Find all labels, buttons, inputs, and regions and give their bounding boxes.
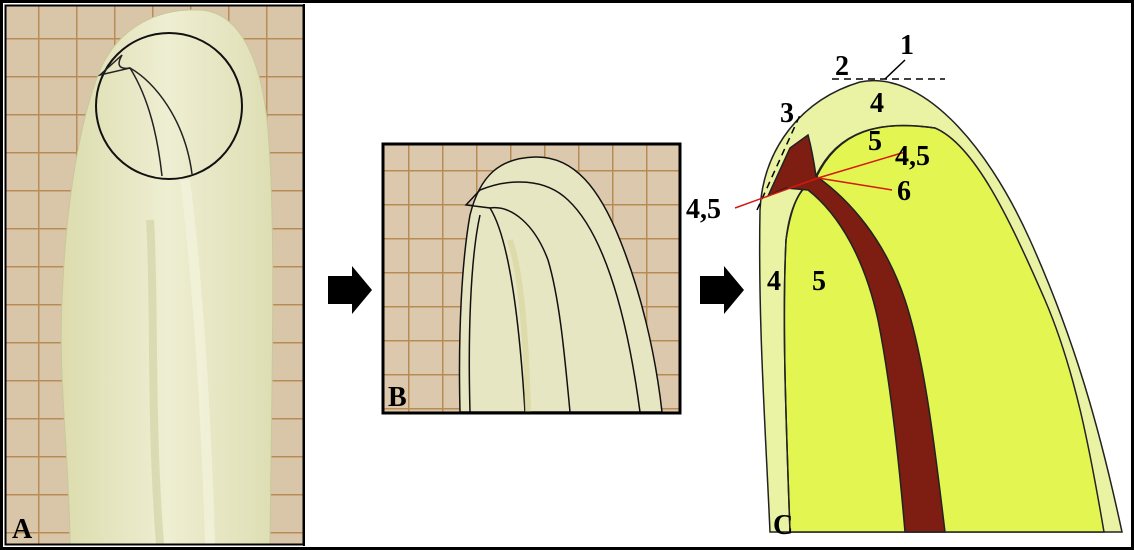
- label-4-5-right: 4,5: [895, 141, 930, 172]
- label-4-5-left: 4,5: [686, 194, 721, 225]
- label-4-top: 4: [870, 88, 884, 119]
- label-3: 3: [780, 98, 794, 129]
- panel-a-label: A: [12, 514, 33, 545]
- label-6: 6: [897, 176, 911, 207]
- panel-a-photo: [6, 6, 303, 544]
- panel-b-photo: [384, 145, 679, 412]
- label-4-side: 4: [767, 266, 781, 297]
- label-2: 2: [835, 51, 849, 82]
- panel-c-label: C: [773, 510, 793, 541]
- label-5-side: 5: [812, 266, 826, 297]
- label-5-top: 5: [868, 126, 882, 157]
- panel-b-label: B: [388, 382, 407, 413]
- label-1: 1: [900, 30, 914, 61]
